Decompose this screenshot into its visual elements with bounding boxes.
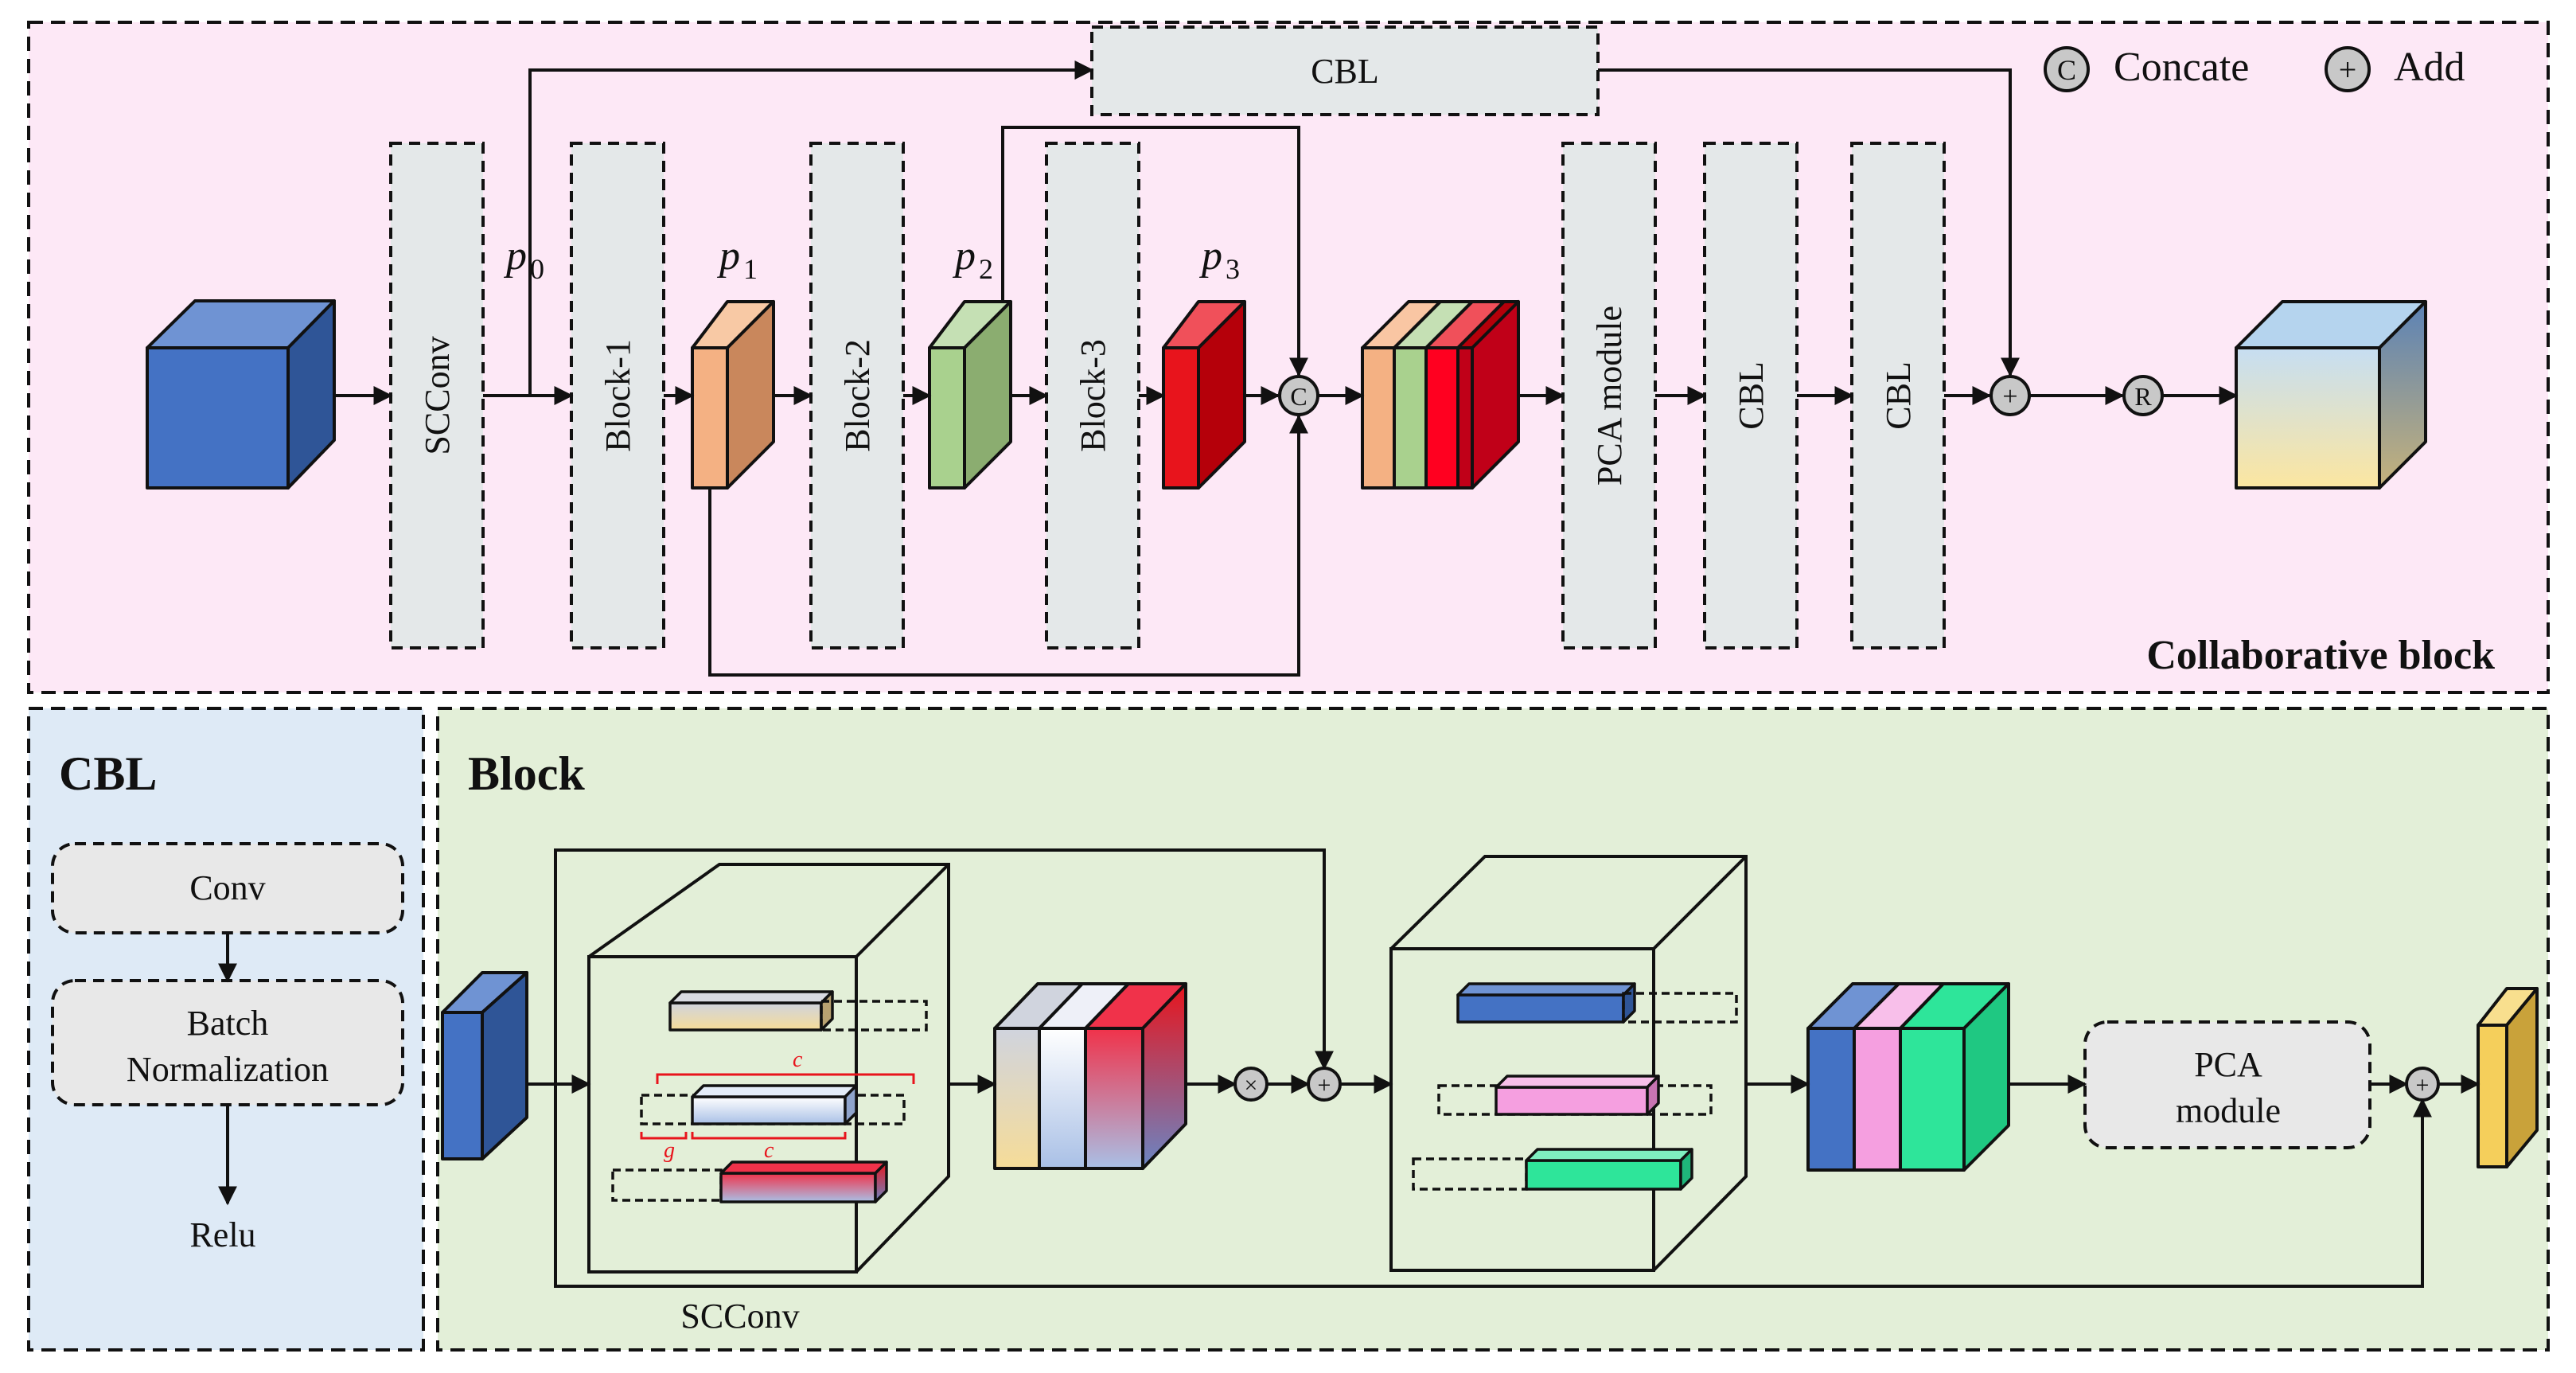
c-label-lower: c [764, 1138, 774, 1163]
scconv-box [389, 142, 485, 649]
scconv-caption: SCConv [680, 1297, 799, 1336]
p3-letter: p [1198, 233, 1222, 279]
block3-label: Block-3 [1074, 339, 1113, 452]
block-add-node-2-symbol: + [2416, 1072, 2430, 1098]
concat-legend-symbol: C [2057, 54, 2076, 86]
block2-label: Block-2 [838, 339, 877, 452]
grouped-output-stack [1806, 982, 2010, 1172]
p1-subscript: 1 [743, 253, 758, 285]
p2-feature-map [928, 300, 1012, 490]
block-input-slab [441, 971, 528, 1160]
legend: C Concate + Add [2044, 45, 2465, 92]
p2-letter: p [952, 233, 976, 279]
block1-box [570, 142, 665, 649]
bn-label-line1: Batch [187, 1004, 269, 1043]
output-cube [2235, 300, 2427, 490]
top-connectors [334, 60, 2239, 677]
p3-feature-map [1162, 300, 1246, 490]
block-pca-label-line2: module [2176, 1091, 2281, 1130]
concatenated-features [1361, 300, 1520, 490]
p3-label: p 3 [1198, 233, 1240, 285]
c-label-upper: c [793, 1047, 803, 1072]
add-legend-label: Add [2394, 45, 2465, 90]
block-panel-title: Block [468, 747, 585, 800]
concat-legend-icon [2044, 46, 2090, 92]
g-label: g [664, 1138, 675, 1163]
p1-letter: p [716, 233, 740, 279]
cbl1-label: CBL [1732, 361, 1771, 430]
scconv-cube: c c g [587, 863, 950, 1274]
relu-label: Relu [189, 1215, 255, 1254]
p2-label: p 2 [952, 233, 993, 285]
add-node-symbol: + [2002, 382, 2017, 412]
input-cube [146, 299, 336, 490]
scconv-label: SCConv [418, 336, 457, 454]
p1-feature-map [691, 300, 775, 490]
add-legend-symbol: + [2339, 52, 2357, 88]
scconv-output-stack [993, 982, 1187, 1170]
p3-subscript: 3 [1226, 253, 1240, 285]
cbl-panel-title: CBL [59, 747, 157, 800]
block-panel: Block [436, 707, 2550, 1352]
collaborative-block-panel: Collaborative block C Concate + Add CBL … [27, 21, 2550, 694]
block-connectors [527, 848, 2481, 1288]
concat-node-symbol: C [1290, 382, 1307, 411]
grouped-features-cube [1389, 855, 1748, 1272]
add-legend-icon [2325, 46, 2371, 92]
multiply-node-symbol: × [1245, 1072, 1258, 1098]
pca-module-box [1561, 142, 1657, 649]
conv-label: Conv [189, 868, 265, 907]
p2-subscript: 2 [979, 253, 993, 285]
cbl-panel: CBL Conv Batch Normalization Relu [27, 707, 425, 1352]
cbl2-label: CBL [1879, 361, 1918, 430]
p0-letter: p [503, 233, 527, 279]
bn-label-line2: Normalization [127, 1050, 329, 1089]
p0-label: p 0 [503, 233, 544, 285]
block-add-node-1-symbol: + [1318, 1072, 1331, 1098]
cbl2-box [1850, 142, 1946, 649]
collaborative-block-title: Collaborative block [2146, 633, 2495, 678]
block-output-slab [2477, 987, 2539, 1168]
block-pca-label-line1: PCA [2194, 1045, 2262, 1084]
p1-label: p 1 [716, 233, 758, 285]
cbl-top-label: CBL [1311, 52, 1379, 91]
p0-subscript: 0 [530, 253, 544, 285]
pca-module-label: PCA module [1590, 306, 1629, 486]
cbl1-box [1703, 142, 1799, 649]
concat-legend-label: Concate [2114, 45, 2249, 90]
relu-node-symbol: R [2134, 382, 2152, 411]
block1-label: Block-1 [598, 339, 637, 452]
